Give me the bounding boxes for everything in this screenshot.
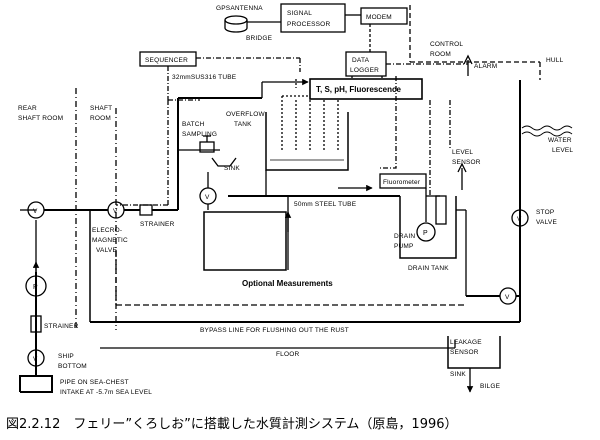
batch-sampling-valve-icon <box>199 135 215 153</box>
label-level-sensor-1: LEVEL <box>452 149 473 156</box>
label-sus-tube: 32mmSUS316 TUBE <box>172 74 237 81</box>
label-floor: FLOOR <box>276 351 299 358</box>
label-ship-bottom-2: BOTTOM <box>58 363 87 370</box>
gps-antenna-icon <box>224 15 248 33</box>
label-bridge: BRIDGE <box>246 35 273 42</box>
water-surface <box>521 125 573 131</box>
label-electro-1: ELECRO- <box>92 227 122 234</box>
label-electro-2: MAGNETIC <box>92 237 128 244</box>
tsph-box <box>309 78 423 100</box>
label-gps-antenna: GPSANTENNA <box>216 5 263 12</box>
label-drain-tank: DRAIN TANK <box>408 265 449 272</box>
label-pipe-1: PIPE ON SEA-CHEST <box>60 379 129 386</box>
label-rear-shaft-2: SHAFT ROOM <box>18 115 63 122</box>
modem-box <box>360 7 408 25</box>
level-sensor-icon <box>457 162 467 190</box>
label-level-sensor-2: SENSOR <box>452 159 481 166</box>
label-control-room-2: ROOM <box>430 51 451 58</box>
label-data-logger-1: DATA <box>352 57 370 64</box>
label-overflow-tank-1: OVERFLOW <box>226 111 265 118</box>
label-overflow-tank-2: TANK <box>234 121 252 128</box>
sink-top-icon <box>211 157 237 167</box>
label-stop-valve-2: VALVE <box>536 219 557 226</box>
label-batch-sampling-1: BATCH <box>182 121 205 128</box>
label-shaft-room-2: ROOM <box>90 115 111 122</box>
pump-left-label: P <box>33 284 38 291</box>
label-strainer-left: STRAINER <box>44 323 79 330</box>
label-shaft-room-1: SHAFT <box>90 105 112 112</box>
label-data-logger-2: LOGGER <box>350 67 379 74</box>
strainer-mid-box <box>139 204 153 216</box>
pump-left-icon <box>25 275 47 297</box>
label-signal-processor-2: PROCESSOR <box>287 21 330 28</box>
label-leakage-2: SENSOR <box>450 349 479 356</box>
valve-mid-label: V <box>205 194 210 201</box>
label-modem: MODEM <box>366 14 392 21</box>
label-bypass: BYPASS LINE FOR FLUSHING OUT THE RUST <box>200 327 349 334</box>
valve-ship-bottom-icon <box>27 349 45 367</box>
alarm-icon <box>463 54 473 76</box>
bilge-sink <box>447 336 501 369</box>
label-leakage-1: LEAKAGE <box>450 339 482 346</box>
figure-caption: 図2.2.12 フェリー”くろしお”に搭載した水質計測システム（原島，1996） <box>6 416 458 432</box>
label-alarm: ALARM <box>474 63 497 70</box>
label-rear-shaft-1: REAR <box>18 105 37 112</box>
label-drain-pump-2: PUMP <box>394 243 414 250</box>
label-ship-bottom-1: SHIP <box>58 353 74 360</box>
label-signal-processor-1: SIGNAL <box>287 10 312 17</box>
label-strainer-mid: STRAINER <box>140 221 175 228</box>
label-electro-3: VALVE <box>96 247 117 254</box>
label-pipe-2: INTAKE AT -5.7m SEA LEVEL <box>60 389 152 396</box>
label-bilge: BILGE <box>480 383 501 390</box>
label-tsph: T, S, pH, Fluorescence <box>316 85 401 94</box>
drain-pump-icon <box>416 222 436 242</box>
label-steel-tube: 50mm STEEL TUBE <box>294 201 357 208</box>
stop-valve-icon <box>511 209 529 227</box>
label-control-room-1: CONTROL <box>430 41 463 48</box>
strainer-left-box <box>30 315 42 333</box>
valve-bottom-right-label: V <box>505 294 510 301</box>
label-batch-sampling-2: SAMPLING <box>182 131 217 138</box>
fluorometer-box <box>379 173 427 189</box>
stop-valve-symbol: V <box>517 216 522 223</box>
valve-ship-bottom-label: V <box>33 356 38 363</box>
drain-pump-symbol: P <box>423 230 428 237</box>
label-water-level-2: LEVEL <box>552 147 573 154</box>
signal-processor-box <box>280 3 346 33</box>
label-stop-valve-1: STOP <box>536 209 554 216</box>
drain-tank <box>399 196 457 259</box>
electromagnetic-valve-label: V <box>113 208 118 215</box>
label-drain-pump-1: DRAIN <box>394 233 415 240</box>
label-water-level-1: WATER <box>548 137 572 144</box>
label-hull: HULL <box>546 57 564 64</box>
label-sequencer: SEQUENCER <box>145 57 188 64</box>
label-fluorometer: Fluorometer <box>383 179 421 186</box>
label-optional: Optional Measurements <box>242 279 333 288</box>
overflow-tank <box>265 112 349 171</box>
valve-upper-left-label: V <box>33 208 38 215</box>
label-sink-top: SINK <box>224 165 240 172</box>
label-sink-bottom: SINK <box>450 371 466 378</box>
optional-measurements-box <box>203 211 287 271</box>
